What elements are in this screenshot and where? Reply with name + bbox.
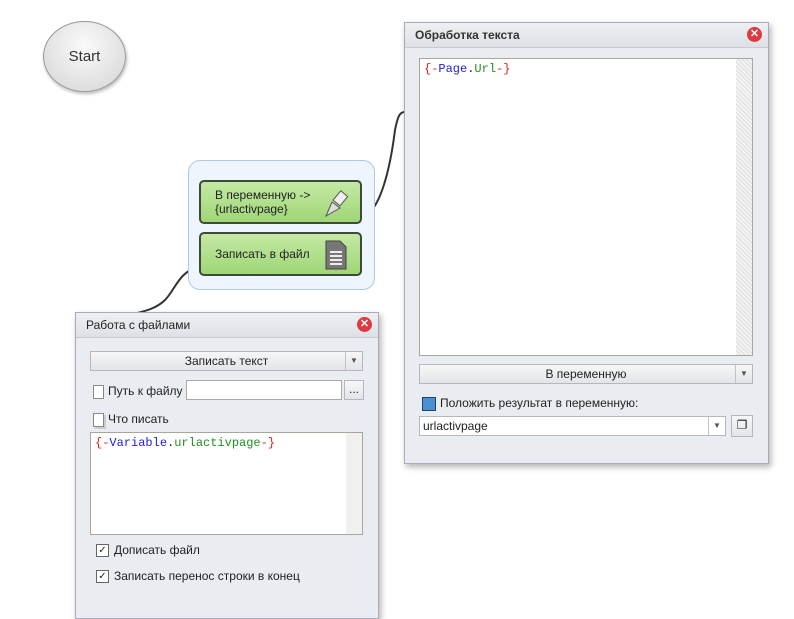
start-node[interactable]: Start [43, 21, 126, 92]
c: -} [260, 436, 276, 450]
start-label: Start [68, 48, 101, 65]
mode-value: В переменную [545, 367, 627, 381]
action-set-variable[interactable]: В переменную ->{urlactivpage} [199, 180, 362, 224]
what-label-row: Что писать [93, 412, 169, 427]
file-window: Работа с файлами ✕ Записать текст ▼ Путь … [75, 312, 379, 619]
action-label: Записать в файл [215, 247, 310, 261]
c: Variable [109, 436, 168, 450]
window-title: Работа с файлами [86, 318, 191, 332]
action-write-file[interactable]: Записать в файл [199, 232, 362, 276]
browse-button[interactable]: ... [344, 380, 364, 400]
checkbox-checked[interactable]: ✓ [96, 570, 109, 584]
document-icon [325, 240, 347, 270]
path-input[interactable] [186, 380, 342, 400]
browse-label: ... [348, 382, 359, 396]
action-select[interactable]: Записать текст ▼ [90, 351, 363, 371]
result-label-row: Положить результат в переменную: [422, 396, 638, 411]
variable-value: urlactivpage [423, 419, 488, 433]
chevron-down-icon: ▼ [708, 417, 725, 435]
newline-checkbox[interactable]: ✓ Записать перенос строки в конец [96, 569, 300, 584]
newline-label: Записать перенос строки в конец [114, 569, 300, 583]
text-processing-window: Обработка текста ✕ {-Page.Url-} В переме… [404, 22, 769, 464]
file-icon [93, 384, 104, 399]
chevron-down-icon: ▼ [735, 365, 752, 383]
text-input[interactable]: {-Page.Url-} [419, 58, 753, 356]
checkbox-checked[interactable]: ✓ [96, 544, 109, 558]
chevron-down-icon: ▼ [345, 352, 362, 370]
append-checkbox[interactable]: ✓ Дописать файл [96, 543, 200, 558]
window-title: Обработка текста [415, 28, 520, 42]
c: {- [95, 436, 110, 450]
copy-button[interactable]: ❐ [731, 415, 753, 437]
c: Page [438, 62, 468, 76]
copy-icon [93, 412, 104, 427]
c: urlactivpage [174, 436, 261, 450]
c: {- [424, 62, 439, 76]
variable-icon [422, 396, 436, 411]
scrollbar[interactable] [346, 433, 362, 534]
content-input[interactable]: {-Variable.urlactivpage-} [90, 432, 363, 535]
window-titlebar[interactable]: Обработка текста [405, 23, 768, 48]
c: Url [474, 62, 497, 76]
path-label-row: Путь к файлу [93, 384, 183, 399]
action-label: В переменную -> [215, 188, 311, 202]
close-icon[interactable]: ✕ [747, 27, 762, 42]
pen-icon [324, 190, 349, 218]
action-label-var: {urlactivpage} [215, 202, 288, 216]
close-icon[interactable]: ✕ [357, 317, 372, 332]
c: . [167, 436, 175, 450]
action-value: Записать текст [184, 354, 269, 368]
c: . [467, 62, 475, 76]
variable-select[interactable]: urlactivpage ▼ [419, 416, 726, 436]
window-titlebar[interactable]: Работа с файлами [76, 313, 378, 338]
action-group: В переменную ->{urlactivpage} Записать в… [188, 160, 375, 290]
c: -} [496, 62, 511, 76]
mode-select[interactable]: В переменную ▼ [419, 364, 753, 384]
path-label: Путь к файлу [108, 384, 183, 398]
append-label: Дописать файл [114, 543, 200, 557]
copy-icon: ❐ [736, 418, 748, 432]
result-label: Положить результат в переменную: [440, 396, 639, 410]
scrollbar[interactable] [736, 59, 752, 355]
what-label: Что писать [108, 412, 169, 426]
